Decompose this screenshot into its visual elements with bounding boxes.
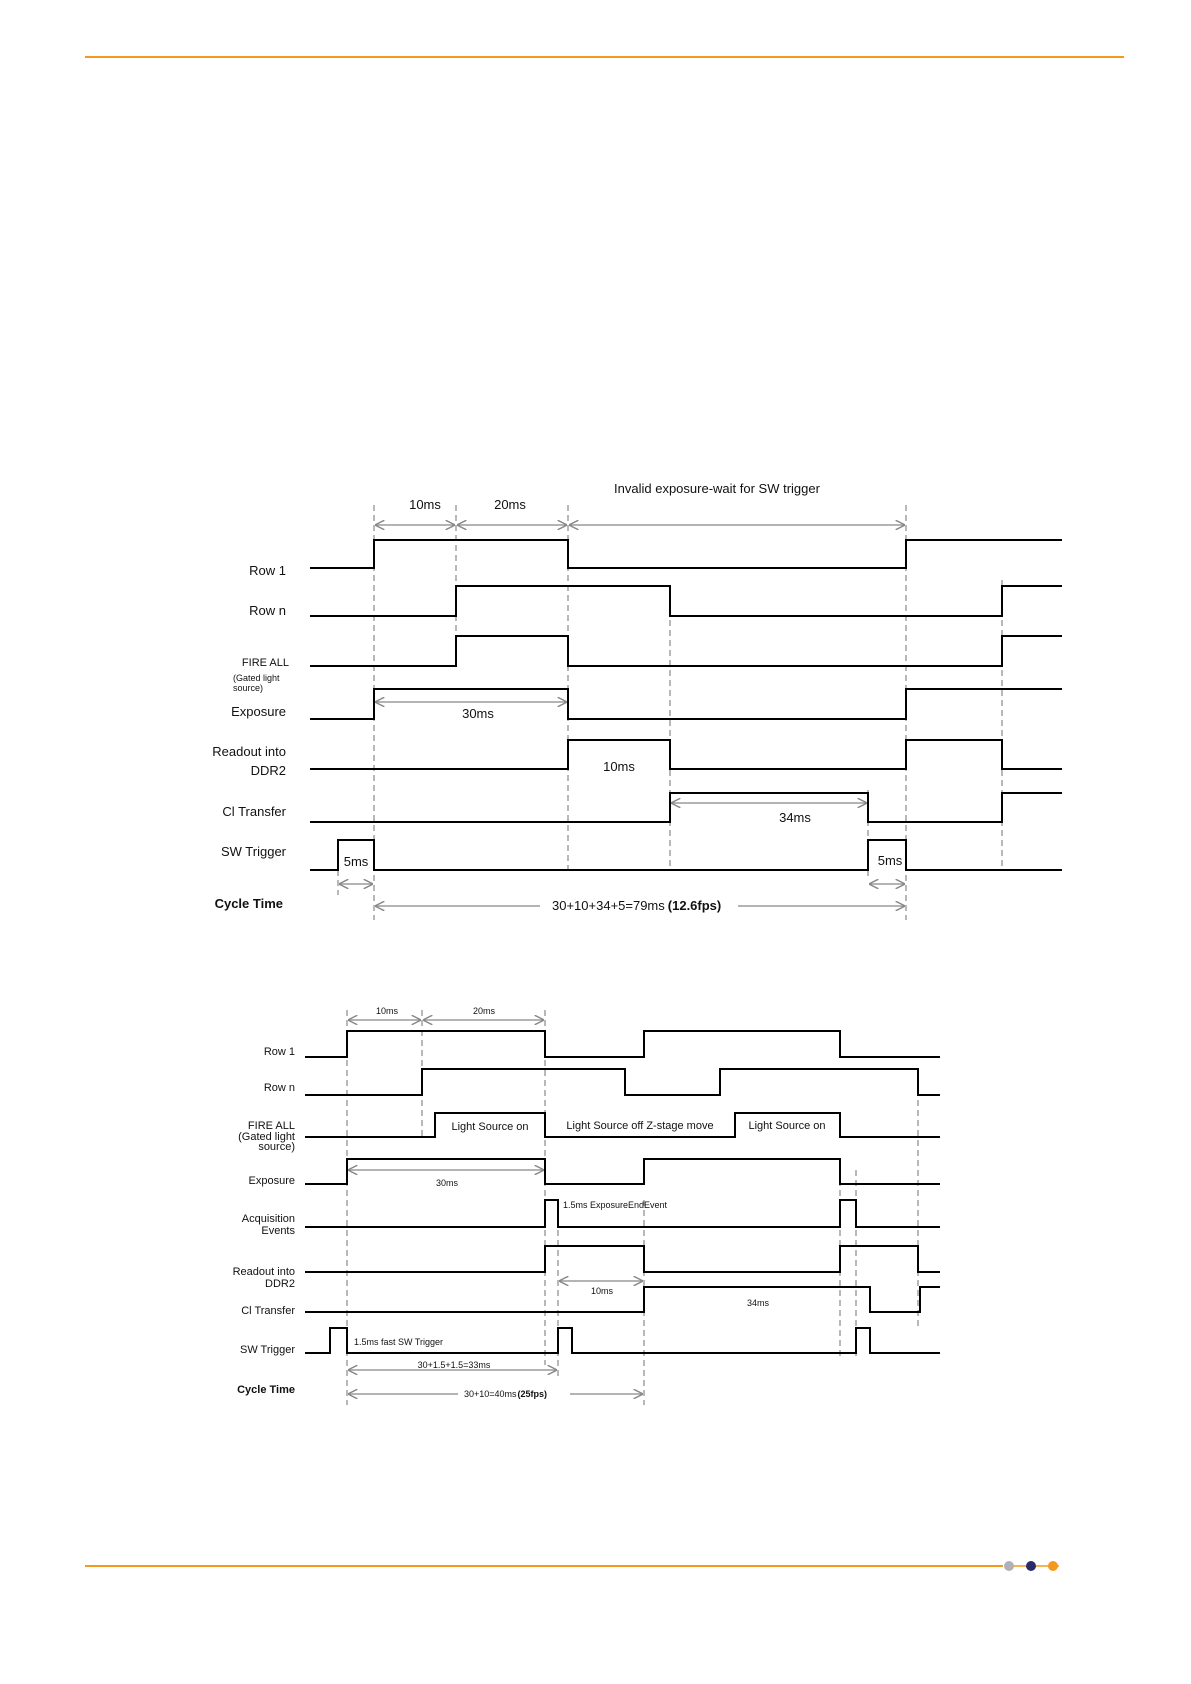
d1-label-cl-34ms: 34ms <box>779 810 811 825</box>
footer-dot-grey <box>1004 1561 1014 1571</box>
d2-signal-row1: Row 1 <box>264 1046 295 1058</box>
d1-label-invalid: Invalid exposure-wait for SW trigger <box>614 481 821 496</box>
d1-wave-fireall <box>310 635 1062 667</box>
d2-signal-sw: SW Trigger <box>240 1344 295 1356</box>
d2-label-light-on-1: Light Source on <box>451 1121 528 1133</box>
d1-signal-fireall: FIRE ALL <box>242 657 289 669</box>
d2-label-exp-30ms: 30ms <box>436 1178 459 1188</box>
d2-label-10ms: 10ms <box>376 1006 399 1016</box>
d2-wave-cl <box>305 1286 940 1313</box>
d1-wave-readout <box>310 739 1062 770</box>
d2-wave-rown <box>305 1068 940 1096</box>
footer-dot-orange <box>1048 1561 1058 1571</box>
d2-wave-fireall <box>305 1112 940 1138</box>
d2-label-cycle-b-fps: (25fps) <box>518 1389 548 1399</box>
d1-signal-rown: Row n <box>249 603 286 618</box>
d1-label-sw-5ms-b: 5ms <box>878 853 903 868</box>
d2-label-light-on-2: Light Source on <box>748 1120 825 1132</box>
header-rule <box>85 56 1124 58</box>
d1-label-cycle: 30+10+34+5=79ms(12.6fps) <box>552 898 721 913</box>
d1-signal-readout-2: DDR2 <box>251 763 286 778</box>
diagram-2: 10ms 20ms Row 1 Row n FIRE ALL (Gated li… <box>233 1006 940 1405</box>
d1-signal-fireall-sub2: source) <box>233 683 263 693</box>
d2-label-readout-10ms: 10ms <box>591 1286 614 1296</box>
diagram-1: 10ms 20ms Invalid exposure-wait for SW t… <box>212 481 1062 920</box>
d1-label-readout-10ms: 10ms <box>603 759 635 774</box>
d1-wave-row1 <box>310 539 1062 569</box>
d2-signal-rown: Row n <box>264 1082 295 1094</box>
d2-wave-row1 <box>305 1030 940 1058</box>
d2-label-exp-end-event: 1.5ms ExposureEndEvent <box>563 1200 668 1210</box>
d1-signal-readout-1: Readout into <box>212 744 286 759</box>
d2-label-cycle-b-text: 30+10=40ms <box>464 1389 517 1399</box>
d1-signal-exposure: Exposure <box>231 704 286 719</box>
d1-signal-sw: SW Trigger <box>221 844 287 859</box>
d1-label-20ms: 20ms <box>494 497 526 512</box>
d2-signal-readout-1: Readout into <box>233 1266 295 1278</box>
footer-dot-navy <box>1026 1561 1036 1571</box>
d2-signal-readout-2: DDR2 <box>265 1278 295 1290</box>
d1-signal-cl: Cl Transfer <box>222 804 286 819</box>
d2-signal-fireall-sub2: source) <box>258 1141 295 1153</box>
d2-signal-acq-2: Events <box>261 1225 295 1237</box>
d2-signal-cl: Cl Transfer <box>241 1305 295 1317</box>
d1-wave-rown <box>310 585 1062 617</box>
d2-label-light-off: Light Source off Z-stage move <box>566 1120 713 1132</box>
d1-label-cycle-text: 30+10+34+5=79ms <box>552 898 665 913</box>
d1-label-10ms: 10ms <box>409 497 441 512</box>
d2-wave-sw <box>305 1327 940 1354</box>
d2-label-cycle-a: 30+1.5+1.5=33ms <box>418 1360 491 1370</box>
d2-signal-fireall: FIRE ALL <box>248 1120 295 1132</box>
footer-dots-logo <box>1004 1561 1059 1571</box>
d2-signal-cycle: Cycle Time <box>237 1384 295 1396</box>
d2-label-cycle-b: 30+10=40ms(25fps) <box>464 1389 547 1399</box>
d2-wave-exposure <box>305 1158 940 1185</box>
d1-label-sw-5ms-a: 5ms <box>344 854 369 869</box>
d1-signal-fireall-sub1: (Gated light <box>233 673 280 683</box>
d2-signal-fireall-sub1: (Gated light <box>238 1131 295 1143</box>
d1-wave-sw <box>310 839 1062 871</box>
d1-signal-cycle: Cycle Time <box>215 896 283 911</box>
d1-wave-exposure <box>310 688 1062 720</box>
d1-signal-row1: Row 1 <box>249 563 286 578</box>
footer-rule <box>85 1565 1003 1567</box>
d2-label-cl-34ms: 34ms <box>747 1298 770 1308</box>
d2-signal-exposure: Exposure <box>249 1175 295 1187</box>
d2-label-20ms: 20ms <box>473 1006 496 1016</box>
d2-signal-acq-1: Acquisition <box>242 1213 295 1225</box>
d1-wave-cl <box>310 792 1062 823</box>
d1-label-exp-30ms: 30ms <box>462 706 494 721</box>
d2-label-sw-fast: 1.5ms fast SW Trigger <box>354 1337 443 1347</box>
d2-wave-readout <box>305 1245 940 1273</box>
d2-wave-acq <box>305 1199 940 1228</box>
d1-label-cycle-fps: (12.6fps) <box>668 898 721 913</box>
